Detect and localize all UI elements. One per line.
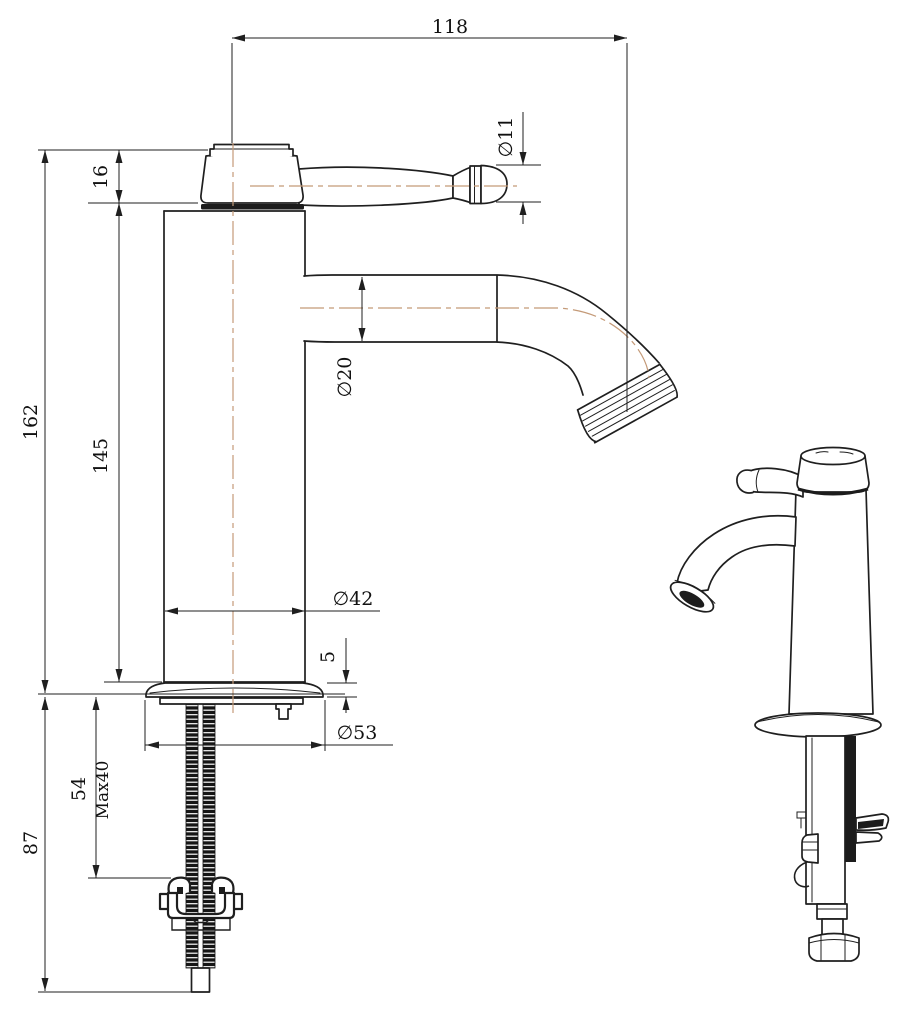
spout <box>303 274 681 445</box>
side-tube-collar <box>816 903 848 920</box>
dim-label-body-diameter: ∅42 <box>333 588 374 610</box>
cap-seal-ring <box>201 204 304 210</box>
dim-label-base-diameter: ∅53 <box>337 722 378 744</box>
dimension-spout-reach: 118 <box>231 16 628 412</box>
handle-knob <box>480 164 508 205</box>
dimension-body-diameter: ∅42 <box>165 588 380 615</box>
handle-lever <box>298 164 508 207</box>
clamp-base-bar <box>171 917 231 931</box>
side-threaded-rod <box>845 736 856 862</box>
base-gasket <box>159 697 304 705</box>
spout-nozzle <box>575 362 681 445</box>
side-handle-knob <box>736 469 754 494</box>
side-handle <box>736 467 804 498</box>
dimension-cap-height: 16 <box>38 149 208 682</box>
side-port <box>801 833 819 864</box>
dimension-body-height: 145 <box>90 203 162 683</box>
cartridge-cap <box>200 143 304 210</box>
locating-peg <box>275 703 292 720</box>
side-spout-outlet <box>669 579 716 613</box>
dim-label-spout-diameter: ∅20 <box>334 357 356 398</box>
dim-label-max-thickness: Max40 <box>93 761 113 820</box>
supply-tail-tube <box>190 967 211 993</box>
dim-label-knob-diameter: ∅11 <box>495 117 517 158</box>
dim-label-spout-reach: 118 <box>432 16 468 38</box>
side-clamp-wing <box>855 813 890 844</box>
dimension-shank-length: 54 Max40 <box>68 697 171 879</box>
mounting-studs <box>185 703 216 969</box>
side-hex-nut <box>808 932 860 962</box>
side-lower-tube <box>821 918 844 936</box>
side-hook <box>793 861 810 888</box>
side-plumbing <box>793 735 890 962</box>
faucet-front-view: 118 ∅11 16 145 162 <box>20 16 681 993</box>
centerlines <box>232 143 650 717</box>
dimension-total-height: 162 <box>20 150 345 695</box>
side-cap <box>796 446 870 496</box>
dim-label-cap-height: 16 <box>90 165 112 189</box>
dim-label-body-height: 145 <box>90 438 112 474</box>
dim-label-plate-thickness: 5 <box>317 651 339 663</box>
dimension-below-deck: 87 <box>20 697 205 993</box>
faucet-side-view <box>669 446 890 962</box>
base-flange <box>145 682 324 720</box>
dim-label-shank-length: 54 <box>68 777 90 801</box>
faucet-body <box>163 210 306 683</box>
clamp-cup <box>166 891 236 920</box>
mounting-clamp <box>158 876 244 931</box>
side-base-flange <box>754 712 882 738</box>
dimension-base-diameter: ∅53 <box>144 700 393 751</box>
side-body <box>788 488 874 715</box>
side-spout <box>669 514 797 613</box>
dimension-spout-diameter: ∅20 <box>334 277 366 397</box>
cap-crown <box>209 143 294 157</box>
dim-label-below-deck: 87 <box>20 831 42 855</box>
dimension-knob-diameter: ∅11 <box>495 112 541 224</box>
dim-label-total-height: 162 <box>20 404 42 440</box>
dimension-plate-thickness: 5 <box>317 638 357 713</box>
